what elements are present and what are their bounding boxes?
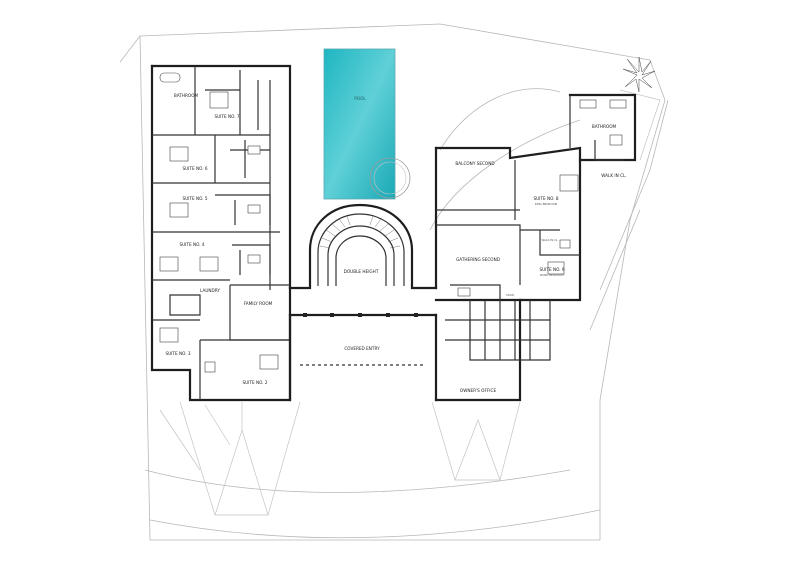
palm-tree-icon	[622, 56, 656, 93]
pool-label: POOL	[354, 96, 366, 101]
suite4-label: SUITE NO. 4	[179, 242, 204, 247]
suite8-label: SUITE NO. 8	[533, 196, 558, 201]
walk-in-label: WALK IN CL.	[601, 173, 626, 178]
suite3-label: SUITE NO. 3	[165, 351, 190, 356]
bathroom-left-label: BATHROOM	[174, 93, 199, 98]
pool: POOL	[323, 48, 411, 200]
suite8-sub-label: KING BEDROOM	[535, 202, 558, 206]
site-lines	[119, 23, 669, 541]
suite2-label: SUITE NO. 2	[242, 380, 267, 385]
suite9-sub-label: BUNK BEDROOM	[540, 273, 564, 277]
suite9-label: SUITE NO. 9	[539, 267, 564, 272]
balcony-label: BALCONY SECOND	[455, 161, 494, 166]
right-wing: BALCONY SECOND SUITE NO. 8 KING BEDROOM …	[434, 93, 637, 402]
suite7-label: SUITE NO. 7	[214, 114, 239, 119]
covered-entry-label: COVERED ENTRY	[344, 346, 380, 351]
family-room-label: FAMILY ROOM	[244, 301, 273, 306]
roof-lines	[159, 89, 661, 516]
double-height-label: DOUBLE HEIGHT	[344, 269, 379, 274]
walk-in-small-label: WALK IN CL.	[541, 238, 558, 242]
laundry-label: LAUNDRY	[200, 288, 220, 293]
suite6-label: SUITE NO. 6	[182, 166, 207, 171]
gathering-label: GATHERING SECOND	[456, 257, 500, 262]
owners-office-label: OWNER'S OFFICE	[460, 388, 497, 393]
rotunda-stair: DOUBLE HEIGHT	[308, 203, 414, 288]
left-wing: BATHROOM SUITE NO. 7 SUITE NO. 6 SUITE N…	[150, 64, 292, 402]
suite5-label: SUITE NO. 5	[182, 196, 207, 201]
bathroom-right-label: BATHROOM	[592, 124, 617, 129]
stair-label: STAIR	[506, 293, 514, 297]
center-entry: COVERED ENTRY	[288, 286, 438, 402]
